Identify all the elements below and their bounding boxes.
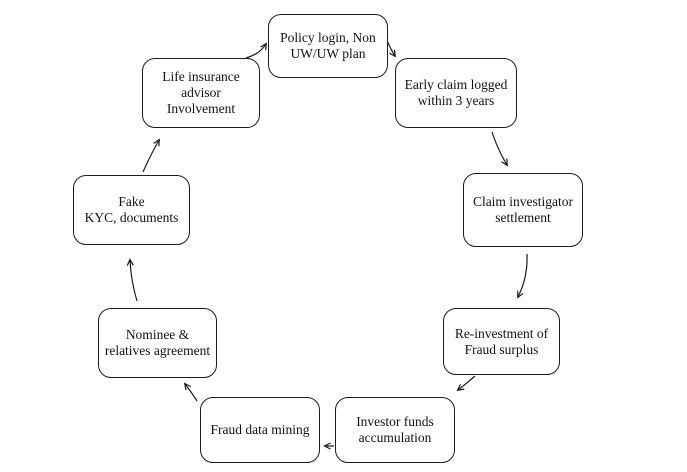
node-early-claim: Early claim logged within 3 years <box>395 58 517 128</box>
node-claim-investigator: Claim investigator settlement <box>463 173 583 247</box>
node-label-line: relatives agreement <box>104 343 211 358</box>
node-label-line: Early claim logged <box>404 77 508 92</box>
arrow-fake-kyc-to-life-insurance <box>142 138 160 173</box>
arrow-nominee-to-fake-kyc <box>126 258 138 302</box>
node-reinvestment: Re-investment of Fraud surplus <box>443 308 560 375</box>
node-investor-funds: Investor funds accumulation <box>335 397 455 463</box>
node-label-line: Policy login, Non <box>280 30 376 45</box>
node-label-line: Involvement <box>166 101 236 116</box>
node-label-line: advisor <box>181 85 221 100</box>
node-label-line: Fraud data mining <box>210 422 310 437</box>
arrow-life-insurance-to-policy-login <box>245 42 267 59</box>
node-label-line: UW/UW plan <box>290 46 366 61</box>
arrow-claim-investigator-to-reinvestment <box>517 253 528 299</box>
node-label-line: Life insurance <box>162 69 240 84</box>
node-label-line: Fraud surplus <box>464 341 539 357</box>
node-fraud-data-mining: Fraud data mining <box>200 397 320 463</box>
node-nominee-relatives: Nominee & relatives agreement <box>98 308 217 378</box>
node-label-line: Re-investment of <box>454 325 549 341</box>
node-policy-login: Policy login, Non UW/UW plan <box>268 14 388 78</box>
node-life-insurance-advisor: Life insurance advisor Involvement <box>142 58 260 128</box>
node-label-line: within 3 years <box>417 93 495 108</box>
node-label-line: Fake <box>118 194 145 209</box>
node-fake-kyc: Fake KYC, documents <box>73 175 190 245</box>
arrow-reinvestment-to-investor-funds <box>456 375 476 392</box>
node-label-line: settlement <box>495 210 551 225</box>
node-label-line: Claim investigator <box>472 194 574 209</box>
node-label-line: Nominee & <box>125 327 190 342</box>
arrow-fraud-data-mining-to-nominee <box>183 382 198 402</box>
arrow-early-claim-to-claim-investigator <box>491 131 508 167</box>
node-label-line: Investor funds <box>356 414 434 429</box>
node-label-line: accumulation <box>358 430 432 445</box>
node-label-line: KYC, documents <box>84 210 179 225</box>
